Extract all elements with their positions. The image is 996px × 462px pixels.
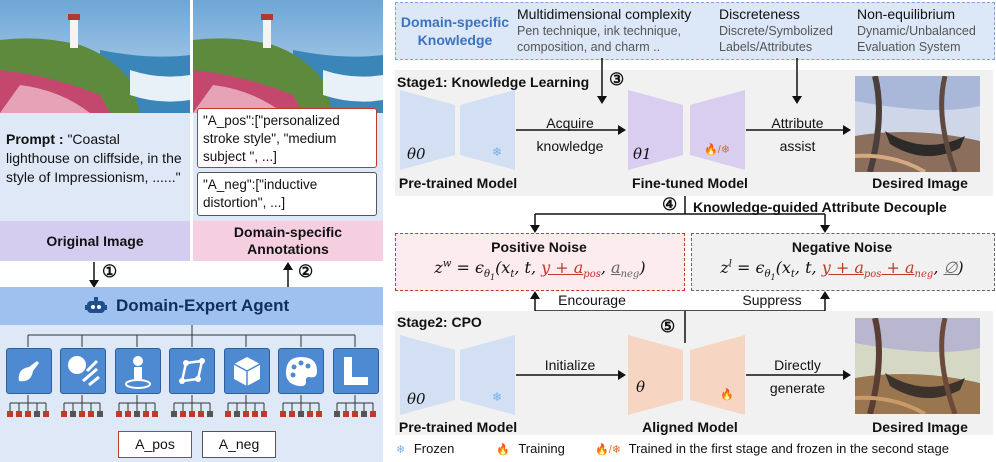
knowledge-col2-text: Discrete/Symbolized Labels/Attributes	[719, 24, 833, 54]
step3-marker: ③	[609, 70, 625, 89]
positive-noise-formula: zw = ϵθ1(xt, t, y + apos, aneg)	[434, 258, 646, 283]
stage1-theta1: θ1	[633, 145, 652, 163]
stage2-snowflake-icon: ❄	[492, 390, 503, 404]
prompt-panel	[0, 113, 190, 221]
fire-icon: 🔥	[720, 389, 734, 401]
stage1-knowledge: knowledge	[536, 138, 604, 154]
step5-connector	[684, 311, 686, 343]
agent-bar	[0, 287, 383, 325]
legend-training-label: Training	[518, 441, 565, 456]
legend-both-label: Trained in the first stage and frozen in…	[628, 441, 949, 456]
robot-icon	[85, 297, 107, 314]
decouple-arrows	[530, 196, 830, 233]
a-neg-badge: A_neg	[202, 431, 276, 458]
stage1-title: Stage1: Knowledge Learning	[397, 74, 590, 90]
knowledge-col2-title: Discreteness	[719, 6, 800, 22]
subject-icon	[115, 348, 161, 394]
stage1-desired-label: Desired Image	[872, 175, 968, 191]
stage2-aligned-label: Aligned Model	[642, 419, 738, 435]
a-pos-text: "A_pos":["personalized stroke style", "m…	[203, 113, 340, 164]
annotations-label: Domain-specific Annotations	[233, 224, 343, 257]
stage2-diagram	[400, 335, 851, 415]
palette-icon	[278, 348, 324, 394]
prompt-content: "Coastal lighthouse on cliffside, in the…	[6, 131, 182, 185]
stage1-finetuned-label: Fine-tuned Model	[632, 175, 748, 191]
agent-title: Domain-Expert Agent	[116, 296, 290, 315]
original-image-label-bar	[0, 221, 190, 261]
knowledge-arrows	[597, 58, 802, 104]
legend-fire-snowflake-icon: 🔥/❄	[595, 444, 621, 456]
knowledge-col1-title: Multidimensional complexity	[517, 6, 692, 22]
negative-noise-formula: zl = ϵθ1(xt, t, y + apos + aneg, ∅)	[720, 258, 964, 283]
knowledge-col3-text: Dynamic/Unbalanced Evaluation System	[857, 24, 976, 54]
annotated-image	[193, 0, 383, 113]
step4-marker: ④	[662, 195, 678, 214]
step5-marker: ⑤	[660, 317, 676, 336]
legend-frozen: ❄ Frozen	[396, 441, 454, 456]
stage1-attribute: Attribute	[771, 115, 824, 131]
negative-noise-box	[691, 233, 995, 291]
brush-icon	[6, 348, 52, 394]
stage1-pretrained-label: Pre-trained Model	[398, 175, 518, 191]
stage2-theta: θ	[636, 378, 646, 396]
a-neg-text: "A_neg":["inductive distortion", ...]	[203, 177, 318, 210]
stage1-assist: assist	[779, 138, 816, 154]
encourage-label: Encourage	[558, 292, 626, 308]
prompt-text: Prompt : "Coastal lighthouse on cliffsid…	[6, 130, 186, 187]
positive-noise-title: Positive Noise	[491, 239, 587, 255]
a-pos-box: "A_pos":["personalized stroke style", "m…	[197, 108, 377, 168]
legend-fire-icon: 🔥	[496, 444, 510, 456]
stage2-initialize: Initialize	[544, 357, 596, 373]
legend-both: 🔥/❄ Trained in the first stage and froze…	[595, 441, 949, 456]
original-image-label: Original Image	[46, 233, 144, 249]
legend-snowflake-icon: ❄	[396, 444, 406, 456]
stage2-directly: Directly	[774, 357, 821, 373]
negative-noise-title: Negative Noise	[791, 239, 893, 255]
prompt-label: Prompt :	[6, 131, 68, 147]
left-arrows	[89, 262, 293, 288]
stage2-title: Stage2: CPO	[397, 314, 482, 330]
annotations-label-bar	[193, 221, 383, 261]
stage2-generate: generate	[769, 380, 826, 396]
texture-icon	[60, 348, 106, 394]
step2-marker: ②	[298, 262, 314, 281]
stage2-theta0: θ0	[407, 390, 426, 408]
tool-tree	[7, 325, 376, 417]
stage2-desired-label: Desired Image	[872, 419, 968, 435]
layout-icon	[333, 348, 379, 394]
stage1-theta0: θ0	[407, 145, 426, 163]
snowflake-icon: ❄	[492, 145, 503, 159]
a-pos-badge-label: A_pos	[135, 436, 175, 452]
knowledge-col1-text: Pen technique, ink technique, compositio…	[517, 24, 682, 54]
a-neg-box: "A_neg":["inductive distortion", ...]	[197, 172, 377, 216]
legend-training: 🔥 Training	[496, 441, 565, 456]
stage2-desired-image	[855, 318, 980, 414]
positive-noise-box	[395, 233, 685, 291]
knowledge-col3-title: Non-equilibrium	[857, 6, 956, 22]
stage1-desired-image	[855, 76, 980, 172]
fire-snowflake-icon: 🔥/❄	[704, 144, 730, 156]
knowledge-title: Domain-specific Knowledge	[400, 14, 510, 48]
a-neg-badge-label: A_neg	[218, 436, 260, 452]
legend-frozen-label: Frozen	[413, 441, 455, 456]
a-pos-badge: A_pos	[118, 431, 192, 458]
step1-marker: ①	[102, 262, 118, 281]
suppress-label: Suppress	[742, 292, 802, 308]
original-image	[0, 0, 190, 113]
composition-icon	[169, 348, 215, 394]
cube-icon	[224, 348, 270, 394]
stage1-diagram	[400, 90, 851, 170]
stage1-acquire: Acquire	[546, 115, 594, 131]
decouple-title: Knowledge-guided Attribute Decouple	[693, 199, 947, 215]
stage2-pretrained-label: Pre-trained Model	[398, 419, 518, 435]
knowledge-box	[395, 2, 995, 60]
